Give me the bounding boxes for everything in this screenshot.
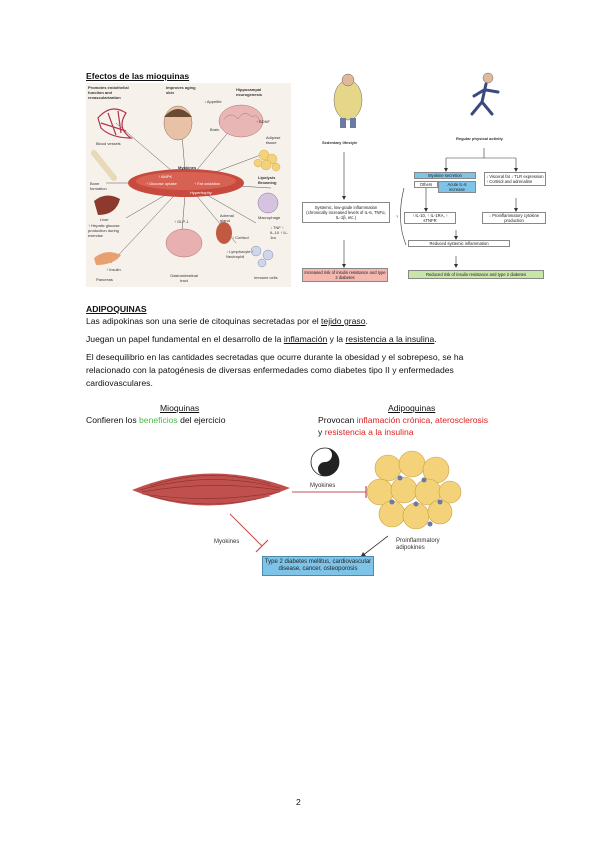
heading-adipoquinas: ADIPOQUINAS — [86, 304, 147, 314]
right-text-line2-a: y — [318, 427, 325, 437]
p1-text-a: Las adipokinas son una serie de citoquin… — [86, 316, 322, 326]
label-glp1: ↑ GLP-1 — [174, 219, 189, 224]
label-cortisol: ↑ Cortisol — [232, 235, 249, 240]
box-visceral: ↓ Visceral fat ↓ TLR expression ↑ Cortis… — [484, 172, 546, 186]
label-immune: Immune cells — [254, 275, 278, 280]
label-myokines-top: Myokines — [310, 483, 336, 489]
left-text-a: Confieren los — [86, 415, 140, 425]
label-endothelial: Promotes endothelial function and revasc… — [88, 85, 129, 100]
label-hepatic: ↑ Hepatic glucose production during exer… — [88, 223, 120, 238]
label-bone: Bone formation — [90, 181, 107, 191]
label-lipolysis: Lipolysis Browning — [258, 175, 277, 185]
label-proinflammatory: Proinflammatory adipokines — [396, 538, 440, 551]
page-number: 2 — [296, 797, 301, 807]
myokines-effects-figure: Promotes endothelial function and revasc… — [86, 83, 291, 287]
activity-flowchart: Sedentary lifestyle Regular physical act… — [296, 70, 546, 290]
label-insulin: ↑ Insulin — [106, 267, 121, 272]
p2-link-resistencia: resistencia a la insulina — [345, 334, 435, 344]
p2-text-b: . — [434, 334, 437, 344]
p2-text-a: Juegan un papel fundamental en el desarr… — [86, 334, 284, 344]
label-lymph: ↓ Lymphocyte ↑ Neutrophil — [226, 249, 254, 259]
p1-text-b: . — [365, 316, 368, 326]
box-others: Others — [414, 181, 438, 188]
label-liver: Liver — [100, 217, 109, 222]
label-brain: Brain — [210, 127, 220, 132]
label-gi: Gastrointestinal tract — [170, 273, 198, 283]
muscle-adipose-figure: Myokines Myokines Proinflammatory adipok… — [130, 440, 470, 590]
box-reduced-risk: Reduced risk of insulin resistance and t… — [408, 270, 544, 279]
label-hippocampal: Hippocampal neurogenesis — [236, 87, 263, 97]
label-myokines: Myokines — [178, 165, 197, 170]
myokines-illustration — [91, 104, 281, 268]
compare-right-text-2: y resistencia a la insulina — [318, 426, 414, 439]
label-blood-vessels: Blood vessels — [96, 141, 121, 146]
compare-right-text-1: Provocan inflamación crónica, ateroscler… — [318, 414, 488, 427]
box-acute-il6: Acute IL-6 increase — [438, 181, 476, 193]
p2-link-inflamacion: inflamación — [283, 334, 328, 344]
left-text-beneficios: beneficios — [139, 415, 178, 425]
label-bdnf: ↑ BDNF — [256, 119, 270, 124]
label-adrenal: Adrenal gland — [220, 213, 234, 223]
compare-left-heading: Mioquinas — [160, 403, 200, 413]
box-increased-risk: Increased risk of insulin resistance and… — [302, 268, 388, 282]
paragraph-2: Juegan un papel fundamental en el desarr… — [86, 333, 437, 346]
box-reduced-systemic: Reduced systemic inflammation — [408, 240, 510, 247]
muscle-adipose-illustration — [132, 447, 462, 558]
label-sedentary: Sedentary lifestyle — [322, 140, 358, 145]
compare-right-heading: Adipoquinas — [388, 403, 436, 413]
label-pancreas: Pancreas — [96, 277, 113, 282]
box-il10: ↑ IL-10, ↑ IL-1RA, ↑ sTNFR — [404, 212, 456, 224]
label-adipose: Adipose tissue — [266, 135, 281, 145]
label-myokines-left: Myokines — [214, 539, 240, 545]
label-question: ? — [396, 214, 399, 219]
label-macrophage: Macrophage — [258, 215, 281, 220]
flowchart-lines — [333, 72, 518, 268]
p2-text-mid: y la — [327, 334, 346, 344]
left-text-b: del ejercicio — [177, 415, 226, 425]
label-glucose: ↑ Glucose uptake — [146, 181, 177, 186]
label-hypertrophy: Hypertrophy — [190, 190, 212, 195]
box-myokine-secretion: Myokine secretion — [414, 172, 476, 179]
box-systemic-low: Systemic, low-grade inflammation (chroni… — [302, 202, 390, 223]
paragraph-3-line-2: relacionado con la patogénesis de divers… — [86, 365, 454, 375]
right-text-a: Provocan — [318, 415, 357, 425]
paragraph-3-line-1: El desequilibrio en las cantidades secre… — [86, 352, 464, 362]
compare-left-text: Confieren los beneficios del ejercicio — [86, 414, 226, 427]
label-aging: Improves aging skin — [166, 85, 196, 95]
section-title-mioquinas: Efectos de las mioquinas — [86, 71, 190, 81]
paragraph-3-line-3: cardiovasculares. — [86, 378, 153, 388]
label-tnf: ↓ TNF ↑ IL-10 ↑ IL-1ra — [270, 225, 289, 240]
paragraph-1: Las adipokinas son una serie de citoquin… — [86, 315, 368, 328]
label-ampk: ↑ AMPK — [158, 174, 173, 179]
box-proinflammatory-cytokine: ↓ Proinflammatory cytokine production — [482, 212, 546, 224]
p1-link-tejido-graso: tejido graso — [321, 316, 366, 326]
right-text-red-2: resistencia a la insulina — [324, 427, 414, 437]
label-regular: Regular physical activity — [456, 136, 503, 141]
right-text-red-1: inflamación crónica, aterosclerosis — [356, 415, 489, 425]
label-appetite: ↓ Appetite — [204, 99, 222, 104]
label-fat-ox: ↑ Fat oxidation — [194, 181, 221, 186]
disease-box: Type 2 diabetes mellitus, cardiovascular… — [262, 556, 374, 576]
